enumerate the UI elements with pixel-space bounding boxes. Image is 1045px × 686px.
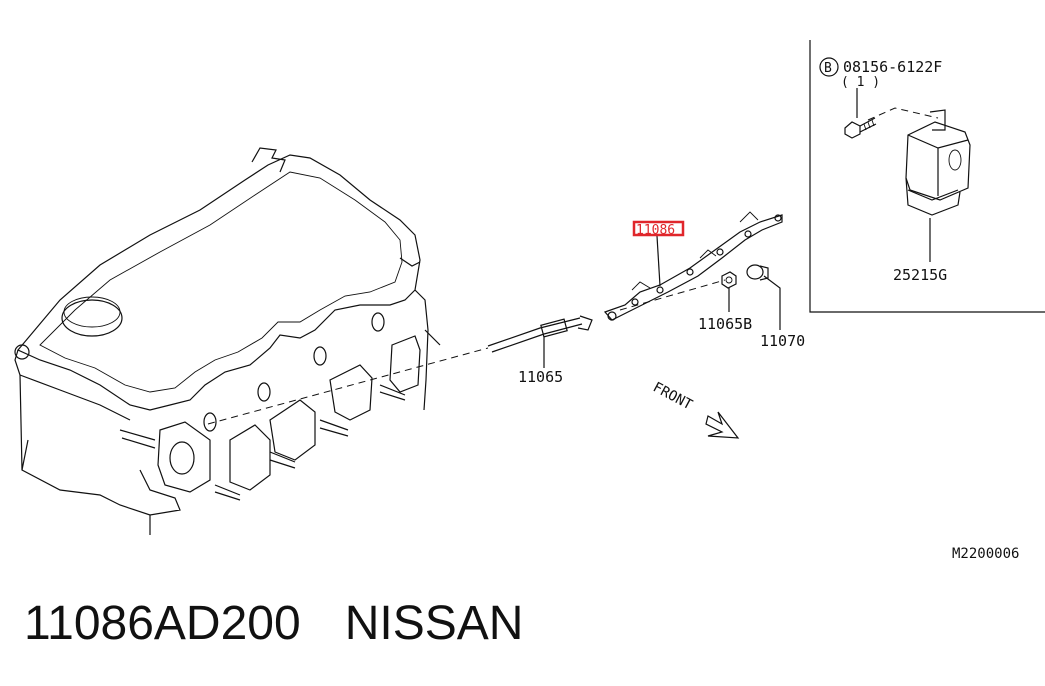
label-11086: 11086 <box>636 223 675 238</box>
bolt-drawing <box>844 117 877 139</box>
nut-drawing <box>721 271 737 289</box>
alignment-line-bolt <box>867 107 939 121</box>
bolt-circle-marker <box>819 57 839 77</box>
front-arrow <box>705 411 740 439</box>
cylinder-head-drawing <box>14 147 441 535</box>
highlight-box <box>632 220 685 237</box>
alignment-line-plug <box>207 347 489 425</box>
label-11065B: 11065B <box>698 315 752 333</box>
connecting-plate-drawing <box>603 211 783 321</box>
diagram-code: M2200006 <box>952 546 1019 562</box>
label-front: FRONT <box>650 379 695 413</box>
leader-11070 <box>763 275 781 330</box>
label-relay: 25215G <box>893 266 947 284</box>
parts-diagram: 11086 11065 11065B 11070 25215G B 08156-… <box>14 40 1045 562</box>
part-number: 11086AD200 <box>24 597 301 650</box>
brand-name: NISSAN <box>344 597 524 650</box>
relay-drawing <box>905 109 971 216</box>
glow-plug-drawing <box>487 315 593 353</box>
label-11065: 11065 <box>518 368 563 386</box>
label-11070: 11070 <box>760 332 805 350</box>
alignment-line-nut <box>619 279 726 311</box>
caption: 11086AD200 NISSAN <box>24 596 523 651</box>
leader-11086 <box>656 235 661 287</box>
inset-frame <box>809 40 1045 313</box>
cap-drawing <box>746 264 769 281</box>
label-bolt-code: 08156-6122F <box>843 58 942 76</box>
bolt-circle-letter: B <box>824 61 832 76</box>
label-bolt-qty: ( 1 ) <box>841 75 880 90</box>
